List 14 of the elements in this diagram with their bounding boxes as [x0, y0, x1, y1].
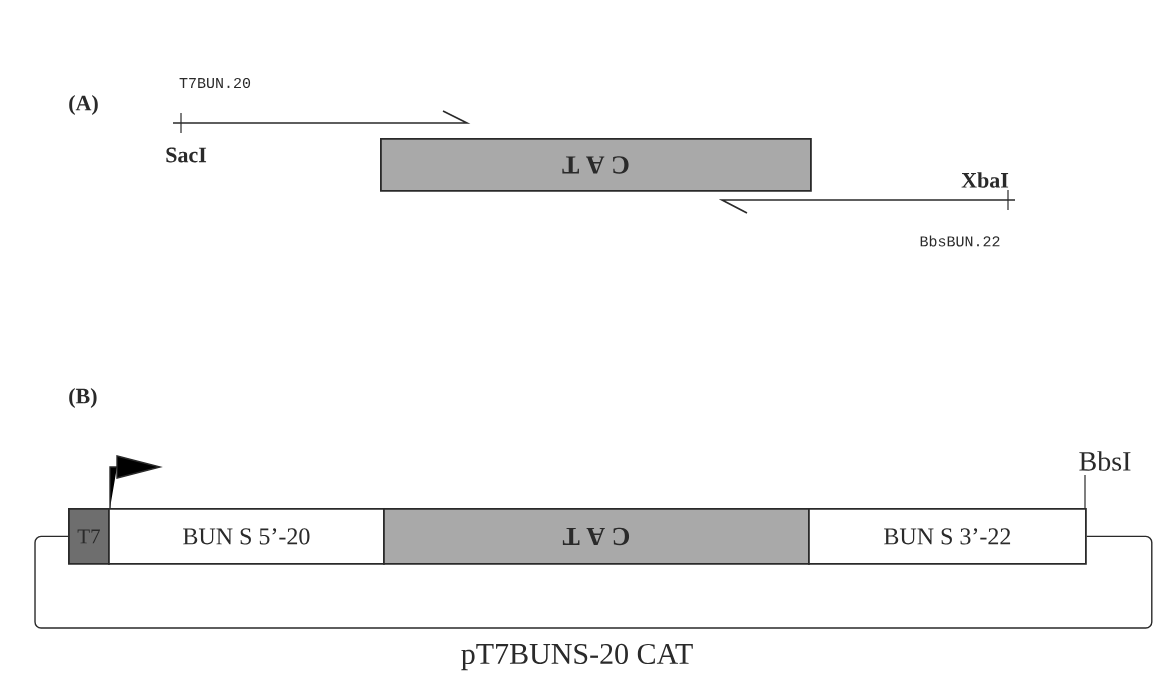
- panel-label: (A): [69, 95, 98, 115]
- plasmid-backbone: [34, 535, 1153, 629]
- promoter-box: T7: [68, 508, 110, 565]
- primer-name: BbsBUN.22: [920, 235, 1000, 247]
- panel-label: (B): [69, 388, 97, 408]
- restriction-site-label: XbaI: [961, 172, 1009, 188]
- sequence-box: BUN S 3’-22: [808, 508, 1087, 565]
- gene-box: C A T: [383, 508, 810, 565]
- primer-name: T7BUN.20: [179, 77, 251, 89]
- plasmid-name: pT7BUNS-20 CAT: [461, 643, 693, 671]
- sequence-box: BUN S 5’-20: [108, 508, 385, 565]
- restriction-site-label: SacI: [166, 147, 207, 163]
- restriction-site-label: BbsI: [1079, 451, 1131, 471]
- gene-box: C A T: [380, 138, 812, 192]
